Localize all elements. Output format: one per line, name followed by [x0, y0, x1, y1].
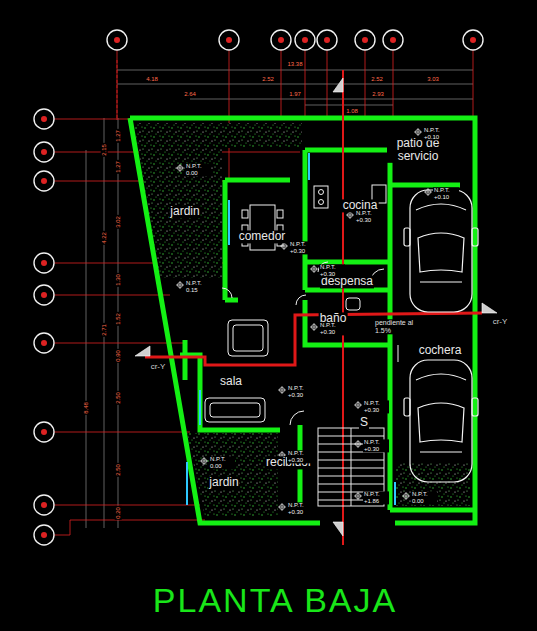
dimension: 1.27	[115, 129, 122, 143]
room-name: jardin	[169, 205, 200, 218]
dimension: 2.50	[115, 463, 122, 477]
slope-note: pendiente al 1.5%	[374, 319, 420, 334]
dimension: 1.27	[115, 160, 122, 174]
dimension: 2.50	[115, 391, 122, 405]
level-marker	[200, 457, 208, 465]
floor-level: N.P.T. +0.30	[355, 210, 381, 223]
room-name: patio de servicio	[387, 137, 449, 163]
room-name: sala	[219, 375, 243, 388]
dimension: 4.18	[145, 76, 159, 83]
level-marker	[354, 492, 362, 500]
level-marker	[278, 503, 286, 511]
dimension: 2.71	[101, 323, 108, 337]
dimension: 2.64	[183, 91, 197, 98]
level-marker	[278, 386, 286, 394]
dimension: 0.20	[115, 506, 122, 520]
floor-level: N.P.T. 0.00	[411, 491, 437, 504]
stair-tread	[318, 460, 384, 461]
dimension: 2.93	[371, 91, 385, 98]
stair-tread	[318, 484, 384, 485]
level-marker	[354, 401, 362, 409]
level-marker	[402, 492, 410, 500]
floor-level: N.P.T. +0.10	[433, 187, 459, 200]
stair-tread	[318, 436, 384, 437]
level-marker	[310, 265, 318, 273]
level-marker	[414, 128, 422, 136]
dimension: 2.52	[370, 76, 384, 83]
dimension: 1.52	[115, 312, 122, 326]
dimension: 2.15	[101, 143, 108, 157]
stair-tread	[318, 476, 384, 477]
floor-level: N.P.T. 0.00	[185, 163, 211, 176]
dimension: 3.03	[426, 76, 440, 83]
floor-level: N.P.T. 0.15	[185, 280, 211, 293]
floor-level: N.P.T. +0.30	[287, 502, 313, 515]
room-name: cochera	[418, 344, 463, 357]
room-name: comedor	[238, 230, 287, 243]
floor-level: N.P.T. +0.30	[289, 241, 315, 254]
dimension: 1.97	[288, 91, 302, 98]
level-marker	[354, 440, 362, 448]
floor-level: N.P.T. +0.30	[287, 450, 313, 463]
level-marker	[176, 281, 184, 289]
room-name: jardin	[208, 476, 239, 489]
dimension: 13.38	[286, 61, 303, 68]
floor-level: N.P.T. +0.10	[423, 127, 449, 140]
dimension: 0.90	[115, 349, 122, 363]
floor-level: N.P.T. +0.30	[319, 322, 345, 335]
dimension: 1.30	[115, 273, 122, 287]
floor-level: N.P.T. 0.00	[209, 456, 235, 469]
dimension: 4.22	[101, 231, 108, 245]
level-marker	[424, 188, 432, 196]
level-marker	[310, 323, 318, 331]
room-name: S	[359, 416, 369, 429]
dimension: 1.08	[345, 108, 359, 115]
floor-level: N.P.T. +1.86	[363, 491, 389, 504]
dimension: 3.02	[115, 215, 122, 229]
section-mark: cr-Y	[492, 318, 509, 327]
floor-level: N.P.T. +0.30	[287, 385, 313, 398]
section-mark: cr-Y	[150, 363, 167, 372]
floor-level: N.P.T. +0.30	[319, 264, 345, 277]
floor-level: N.P.T. +0.30	[363, 400, 389, 413]
stair-tread	[318, 468, 384, 469]
floor-level: N.P.T. +0.30	[363, 439, 389, 452]
dimension: 8.48	[83, 401, 90, 415]
drawing-title: PLANTA BAJA	[153, 581, 397, 620]
dimension: 2.52	[261, 76, 275, 83]
level-marker	[176, 164, 184, 172]
